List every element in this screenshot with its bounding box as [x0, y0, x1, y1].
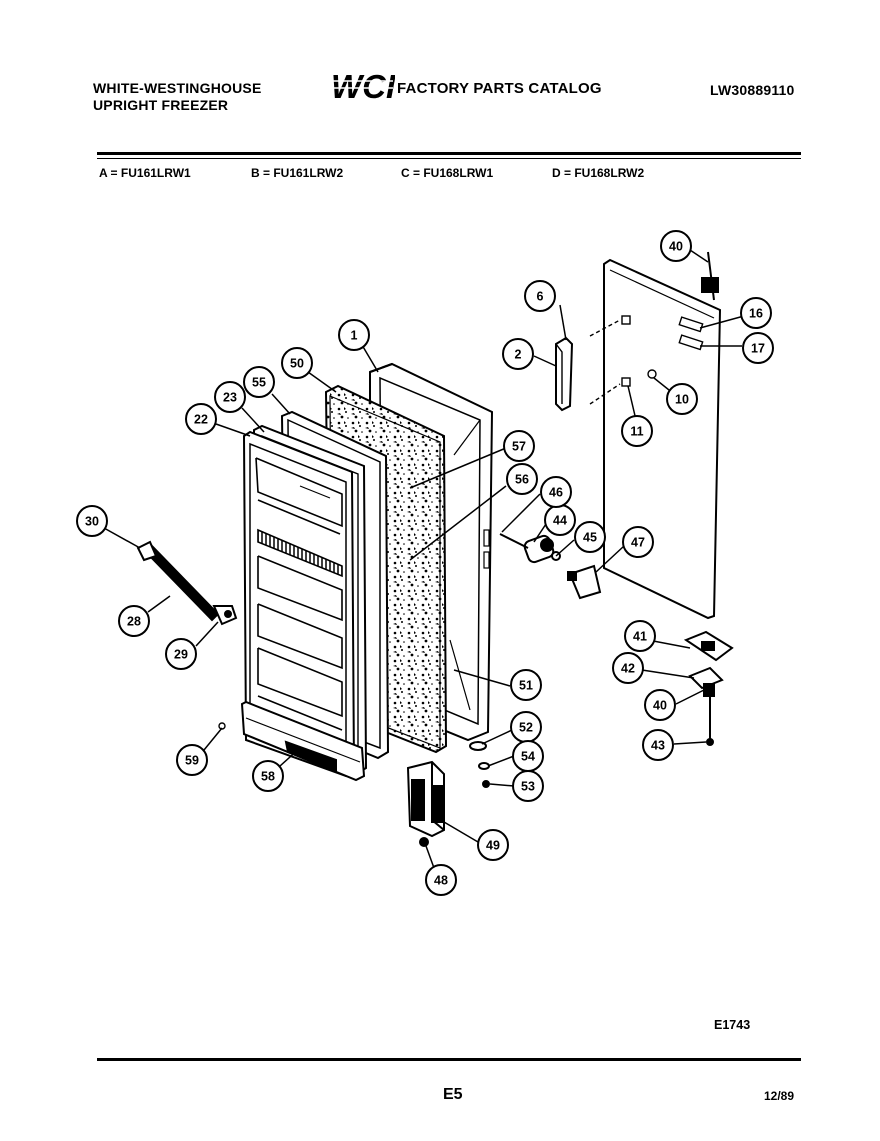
callout-circle-1 [338, 319, 370, 351]
header-rule-thick [97, 152, 801, 155]
part-label-51: 51 [519, 679, 533, 693]
callout-circle-57 [503, 430, 535, 462]
wci-logo: WCI [329, 68, 396, 108]
callout-circle-48 [425, 864, 457, 896]
callout-circle-40 [644, 689, 676, 721]
part-label-44: 44 [553, 514, 567, 528]
part-label-53: 53 [521, 780, 535, 794]
callout-circle-41 [624, 620, 656, 652]
callout-circle-55 [243, 366, 275, 398]
callout-circle-23 [214, 381, 246, 413]
part-label-17: 17 [751, 342, 765, 356]
callout-circle-2 [502, 338, 534, 370]
footer-rule [97, 1058, 801, 1061]
part-label-22: 22 [194, 413, 208, 427]
door-handle [555, 336, 574, 412]
callout-circle-30 [76, 505, 108, 537]
model-b: B = FU161LRW2 [251, 166, 344, 180]
callout-circle-54 [512, 740, 544, 772]
part-label-57: 57 [512, 440, 526, 454]
part-label-42: 42 [621, 662, 635, 676]
top-hinge-pin [701, 251, 719, 301]
callout-circle-16 [740, 297, 772, 329]
part-label-46: 46 [549, 486, 563, 500]
part-label-48: 48 [434, 874, 448, 888]
page-code: E5 [443, 1086, 463, 1103]
callout-circle-45 [574, 521, 606, 553]
part-label-52: 52 [519, 721, 533, 735]
callout-circle-22 [185, 403, 217, 435]
part-label-1: 1 [351, 329, 358, 343]
part-label-23: 23 [223, 391, 237, 405]
callout-circle-42 [612, 652, 644, 684]
outer-door [603, 258, 722, 620]
header-rule-thin [97, 158, 801, 159]
part-label-40: 40 [669, 240, 683, 254]
callout-circle-51 [510, 669, 542, 701]
part-label-10: 10 [675, 393, 689, 407]
part-label-56: 56 [515, 473, 529, 487]
callout-circle-59 [176, 744, 208, 776]
callout-circle-47 [622, 526, 654, 558]
callout-circle-40 [660, 230, 692, 262]
brand-line-2: UPRIGHT FREEZER [93, 97, 229, 113]
part-label-6: 6 [537, 290, 544, 304]
callout-circle-49 [477, 829, 509, 861]
callout-circle-11 [621, 415, 653, 447]
part-label-58: 58 [261, 770, 275, 784]
part-label-29: 29 [174, 648, 188, 662]
callout-circle-10 [666, 383, 698, 415]
part-label-49: 49 [486, 839, 500, 853]
part-label-2: 2 [515, 348, 522, 362]
callout-circle-56 [506, 463, 538, 495]
part-label-16: 16 [749, 307, 763, 321]
part-label-43: 43 [651, 739, 665, 753]
callout-circle-46 [540, 476, 572, 508]
catalog-date: 12/89 [764, 1089, 795, 1103]
callout-circle-29 [165, 638, 197, 670]
shelf-rail [136, 540, 238, 626]
part-label-28: 28 [127, 615, 141, 629]
part-label-55: 55 [252, 376, 266, 390]
catalog-title: FACTORY PARTS CATALOG [397, 80, 602, 97]
lock-key [568, 564, 602, 600]
part-label-47: 47 [631, 536, 645, 550]
callout-circle-28 [118, 605, 150, 637]
callout-circle-6 [524, 280, 556, 312]
part-label-11: 11 [630, 425, 643, 439]
logo-text: WCI [331, 69, 395, 103]
model-a: A = FU161LRW1 [99, 166, 191, 180]
part-label-41: 41 [633, 630, 647, 644]
model-c: C = FU168LRW1 [401, 166, 494, 180]
figure-code: E1743 [714, 1018, 750, 1032]
brand-line-1: WHITE-WESTINGHOUSE [93, 80, 262, 96]
part-label-54: 54 [521, 750, 535, 764]
model-d: D = FU168LRW2 [552, 166, 645, 180]
callout-circle-50 [281, 347, 313, 379]
callout-circle-58 [252, 760, 284, 792]
part-label-30: 30 [85, 515, 99, 529]
catalog-number: LW30889110 [710, 82, 795, 98]
callout-circle-17 [742, 332, 774, 364]
part-label-50: 50 [290, 357, 304, 371]
part-label-59: 59 [185, 754, 199, 768]
part-label-45: 45 [583, 531, 597, 545]
part-label-40: 40 [653, 699, 667, 713]
callout-circle-43 [642, 729, 674, 761]
